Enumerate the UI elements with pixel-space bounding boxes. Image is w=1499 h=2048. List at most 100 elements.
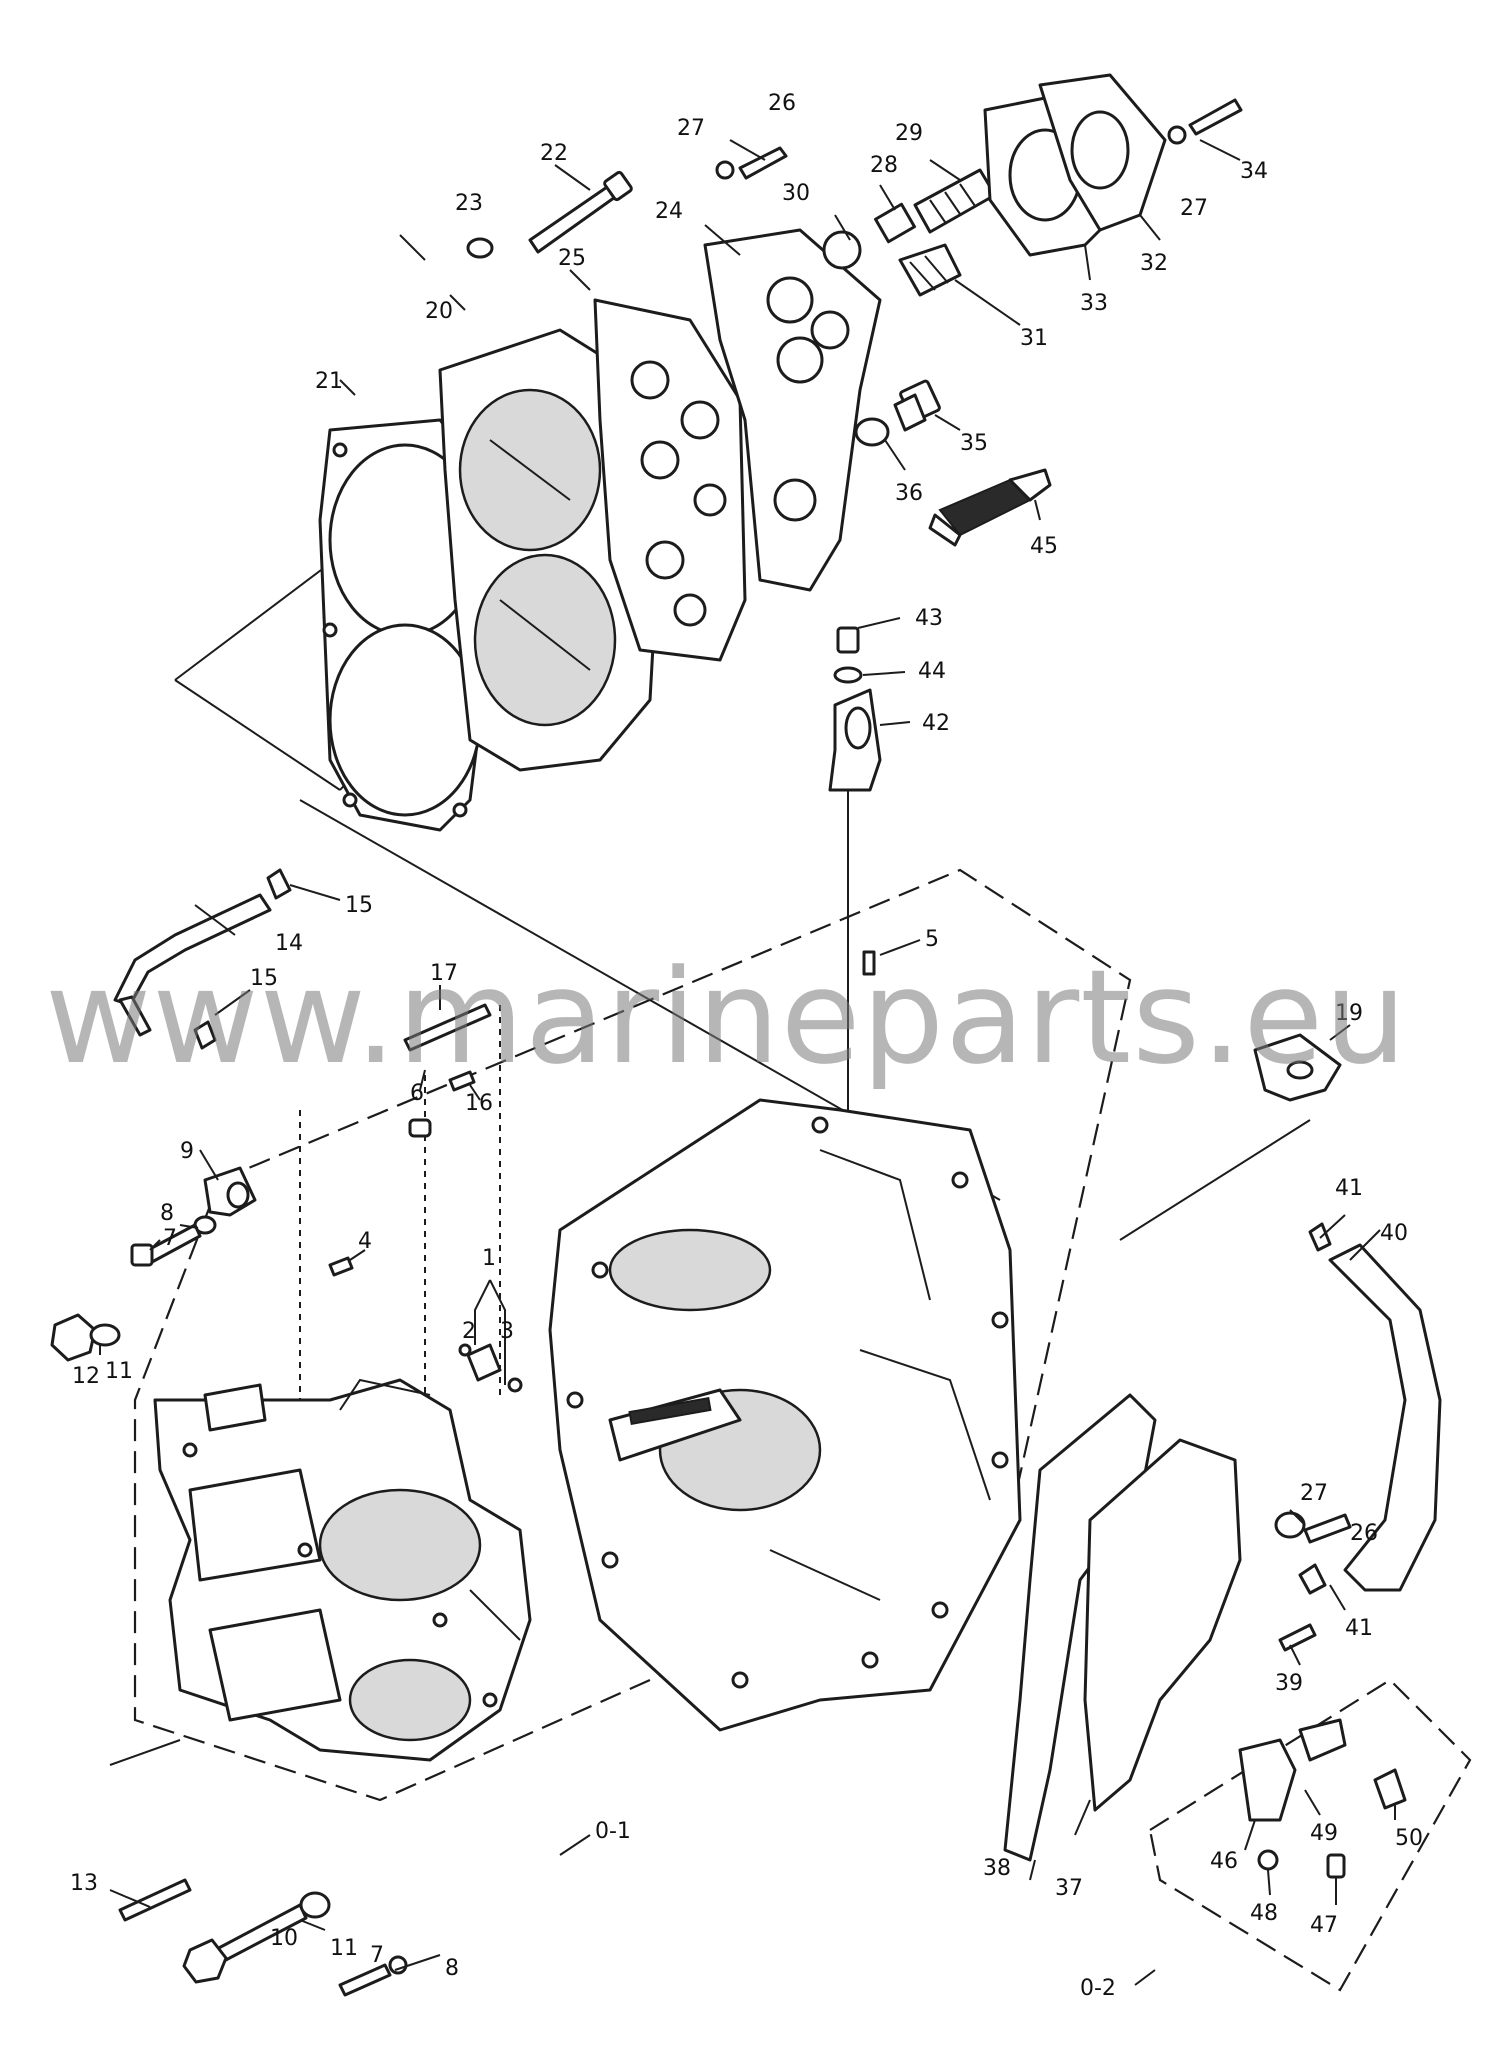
hose-clamp (266, 868, 292, 900)
fitting (458, 1343, 502, 1382)
callout-41a: 41 (1335, 1176, 1363, 1201)
water-hose (1328, 1243, 1442, 1592)
callout-48: 48 (1250, 1901, 1278, 1926)
callout-27b: 27 (1180, 196, 1208, 221)
pin (862, 950, 876, 976)
washer (715, 160, 735, 180)
nut (50, 1313, 97, 1362)
callout-38: 38 (983, 1856, 1011, 1881)
cylinder-block (548, 1098, 1022, 1732)
group-label-0-2: 0-2 (1080, 1976, 1116, 2001)
callout-41b: 41 (1345, 1616, 1373, 1641)
callout-44: 44 (918, 659, 946, 684)
callout-11b: 11 (330, 1936, 358, 1961)
callout-5: 5 (925, 927, 939, 952)
water-jacket-gasket (593, 298, 747, 662)
callout-35: 35 (960, 431, 988, 456)
bracket (1253, 1033, 1342, 1102)
cylinder-head-assembly (174, 73, 1243, 1201)
callout-40: 40 (1380, 1221, 1408, 1246)
washer (466, 237, 494, 259)
lifting-eye-bracket (828, 688, 882, 792)
dowel-pin (408, 1118, 432, 1138)
bolt (182, 1903, 308, 1984)
callout-8a: 8 (160, 1201, 174, 1226)
callout-14: 14 (275, 931, 303, 956)
callout-6: 6 (410, 1081, 424, 1106)
callout-31: 31 (1020, 326, 1048, 351)
callout-8b: 8 (445, 1956, 459, 1981)
callout-10: 10 (270, 1926, 298, 1951)
callout-26b: 26 (1350, 1521, 1378, 1546)
callout-37: 37 (1055, 1876, 1083, 1901)
crankcase-half (153, 1378, 532, 1762)
stud (118, 1878, 192, 1922)
callout-22: 22 (540, 141, 568, 166)
cover-bolt (1188, 98, 1243, 136)
alignment-line (1119, 1119, 1311, 1241)
callout-21: 21 (315, 369, 343, 394)
watermark-text: www.marineparts.eu (45, 941, 1408, 1093)
callout-46: 46 (1210, 1849, 1238, 1874)
hose-clamp (193, 1020, 217, 1050)
side-cover (1083, 1438, 1242, 1812)
callout-7a: 7 (163, 1226, 177, 1251)
callout-12: 12 (72, 1364, 100, 1389)
washer (299, 1891, 331, 1919)
callout-13: 13 (70, 1871, 98, 1896)
callout-42: 42 (922, 711, 950, 736)
linkage-part (1238, 1718, 1347, 1822)
fitting-seal (507, 1377, 523, 1393)
head-bolt (528, 170, 633, 254)
callout-50: 50 (1395, 1826, 1423, 1851)
callout-49: 49 (1310, 1821, 1338, 1846)
callout-20: 20 (425, 299, 453, 324)
callout-11a: 11 (105, 1359, 133, 1384)
spark-plug (928, 468, 1052, 547)
callout-33: 33 (1080, 291, 1108, 316)
thermostat-housing-plug (822, 202, 916, 270)
clip (1373, 1768, 1407, 1810)
thermostat-spring (913, 168, 997, 234)
cylinder-head-cover (703, 228, 882, 592)
crankcase-assembly (50, 868, 1472, 1997)
callout-9: 9 (180, 1139, 194, 1164)
callout-28: 28 (870, 153, 898, 178)
callout-15b: 15 (250, 966, 278, 991)
leader-lines (99, 884, 1396, 1986)
washer (1167, 125, 1187, 145)
washer (1274, 1511, 1306, 1539)
callout-19: 19 (1335, 1001, 1363, 1026)
pin (328, 1256, 354, 1277)
callout-labels: 1 2 3 4 5 6 7 7 8 8 9 10 11 11 12 13 14 … (70, 91, 1423, 2001)
callout-29: 29 (895, 121, 923, 146)
hose (113, 893, 272, 1007)
group-outline-0-2 (1148, 1678, 1472, 1992)
pin (448, 1070, 476, 1092)
callout-16: 16 (465, 1091, 493, 1116)
callout-7b: 7 (370, 1943, 384, 1968)
group-label-0-1: 0-1 (595, 1819, 631, 1844)
washer (89, 1323, 121, 1347)
screw (1326, 1853, 1346, 1879)
callout-32: 32 (1140, 251, 1168, 276)
cover-bolt (738, 146, 788, 180)
callout-30: 30 (782, 181, 810, 206)
callout-23: 23 (455, 191, 483, 216)
callout-27c: 27 (1300, 1481, 1328, 1506)
callout-1: 1 (482, 1246, 496, 1271)
callout-15a: 15 (345, 893, 373, 918)
bolt (338, 1963, 392, 1997)
callout-43: 43 (915, 606, 943, 631)
callout-17: 17 (430, 961, 458, 986)
bolt (1303, 1513, 1352, 1544)
drain-plug (893, 379, 941, 432)
leader-lines (339, 139, 1241, 726)
washer (388, 1955, 408, 1975)
callout-4: 4 (358, 1229, 372, 1254)
screw (1278, 1623, 1317, 1652)
callout-34: 34 (1240, 159, 1268, 184)
callout-2: 2 (462, 1319, 476, 1344)
bolt-head (130, 1243, 154, 1267)
